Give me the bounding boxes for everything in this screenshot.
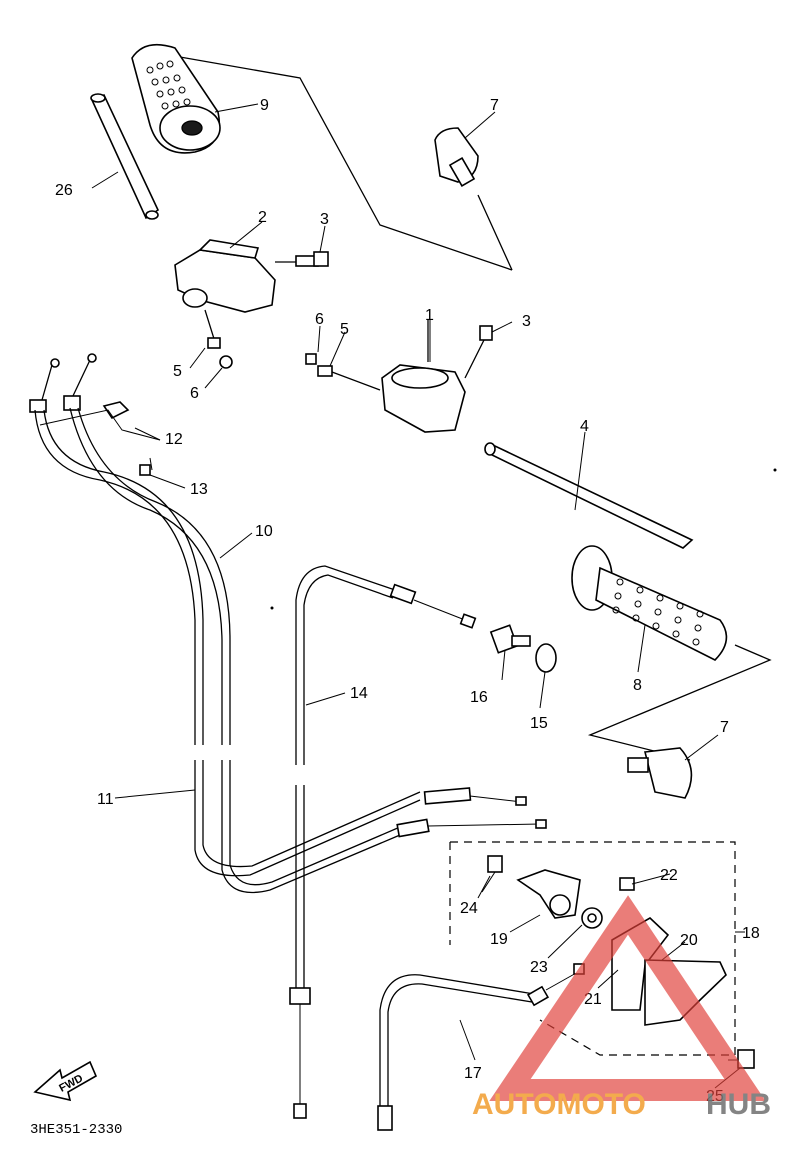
cable-part-14 (289, 565, 477, 1119)
callout-17: 17 (464, 1065, 482, 1082)
screw-part-3-upper (313, 251, 329, 267)
stray-mark (270, 606, 274, 610)
bar-end-weight-part-7-bottom (627, 747, 693, 799)
callout-5-right: 5 (340, 321, 349, 338)
callout-7-bottom: 7 (720, 719, 729, 736)
throttle-cable-part-11 (194, 760, 547, 894)
diagram-code: 3HE351-2330 (30, 1122, 122, 1138)
callout-24: 24 (460, 900, 478, 917)
callout-12: 12 (165, 431, 183, 448)
nut-part-6-right (305, 353, 317, 365)
grip-right-part-8 (571, 545, 772, 761)
switch-housing-part-2 (174, 239, 319, 313)
callout-3-upper: 3 (320, 211, 329, 228)
callout-3-right: 3 (522, 313, 531, 330)
throttle-housing-part-1 (381, 320, 466, 433)
screw-part-5-left (204, 309, 221, 349)
callout-15: 15 (530, 715, 548, 732)
callout-26: 26 (55, 182, 73, 199)
watermark-text-automoto: AUTOMOTO (472, 1088, 646, 1121)
callout-2: 2 (258, 209, 267, 226)
screw-part-24 (481, 855, 503, 893)
lever-part-19 (516, 869, 581, 919)
callout-18: 18 (742, 925, 760, 942)
callout-22: 22 (660, 867, 678, 884)
callout-1: 1 (425, 307, 434, 324)
callout-6-left: 6 (190, 385, 199, 402)
callout-10: 10 (255, 523, 273, 540)
callout-4: 4 (580, 418, 589, 435)
callout-14: 14 (350, 685, 368, 702)
callout-7-top: 7 (490, 97, 499, 114)
nut-part-6-left (219, 355, 233, 369)
screw-part-22 (619, 877, 635, 891)
callout-8: 8 (633, 677, 642, 694)
callout-20: 20 (680, 932, 698, 949)
bar-end-weight-part-7-top (434, 127, 479, 187)
screw-part-5-right (317, 365, 381, 391)
grip-left-part-9 (131, 43, 513, 271)
screw-part-13 (139, 457, 153, 476)
cable-ends-part-12 (29, 353, 161, 441)
screw-part-3-right (464, 325, 493, 379)
callout-11: 11 (97, 791, 114, 808)
callout-16: 16 (470, 689, 488, 706)
callout-5-left: 5 (173, 363, 182, 380)
callout-21: 21 (584, 991, 602, 1008)
throttle-sleeve-part-4 (484, 442, 694, 549)
locknut-part-15 (535, 643, 557, 673)
callout-labels: 1 2 3 3 4 5 5 6 6 7 7 8 9 10 11 12 13 14… (55, 97, 760, 1105)
leader-lines (91, 103, 741, 1089)
stray-mark (773, 468, 777, 472)
callout-19: 19 (490, 931, 508, 948)
fwd-arrow-icon: FWD (33, 1060, 98, 1102)
callout-6-right: 6 (315, 311, 324, 328)
callout-13: 13 (190, 481, 208, 498)
throttle-cable-part-10 (34, 407, 231, 745)
washer-part-23 (581, 907, 603, 929)
adjuster-part-16 (489, 624, 531, 654)
callout-9: 9 (260, 97, 269, 114)
watermark-text-hub: HUB (706, 1088, 771, 1121)
watermark-logo: AUTOMOTO HUB (472, 895, 771, 1121)
choke-assembly-group-part-18 (449, 841, 745, 1056)
callout-23: 23 (530, 959, 548, 976)
handlebar-left-part-26 (90, 93, 160, 220)
